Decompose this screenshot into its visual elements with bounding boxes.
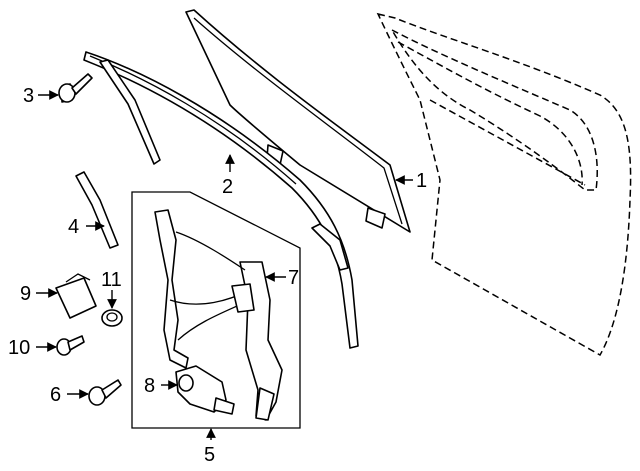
door-shell-outline (376, 12, 632, 357)
leader-lines (36, 90, 413, 440)
callout-10: 10 (8, 337, 30, 359)
window-motor (175, 365, 235, 415)
regulator-assembly-box (131, 191, 301, 429)
callout-3: 3 (23, 85, 34, 107)
glass-run-channel (83, 51, 359, 349)
callout-2: 2 (222, 176, 233, 198)
callout-labels: 1 2 3 4 5 6 7 8 9 10 11 (8, 85, 427, 466)
callout-11: 11 (101, 269, 122, 291)
callout-1: 1 (416, 170, 427, 192)
bolt-part-6 (88, 379, 122, 406)
division-bar (75, 171, 119, 249)
control-module (55, 273, 97, 319)
window-regulator (154, 209, 283, 421)
callout-8: 8 (144, 375, 155, 397)
grommet (101, 309, 123, 327)
bolt-part-3 (58, 73, 93, 103)
callout-5: 5 (204, 444, 215, 466)
callout-7: 7 (288, 267, 299, 289)
bolt-part-10 (56, 335, 85, 356)
callout-9: 9 (20, 283, 31, 305)
callout-4: 4 (68, 216, 79, 238)
callout-6: 6 (50, 384, 61, 406)
